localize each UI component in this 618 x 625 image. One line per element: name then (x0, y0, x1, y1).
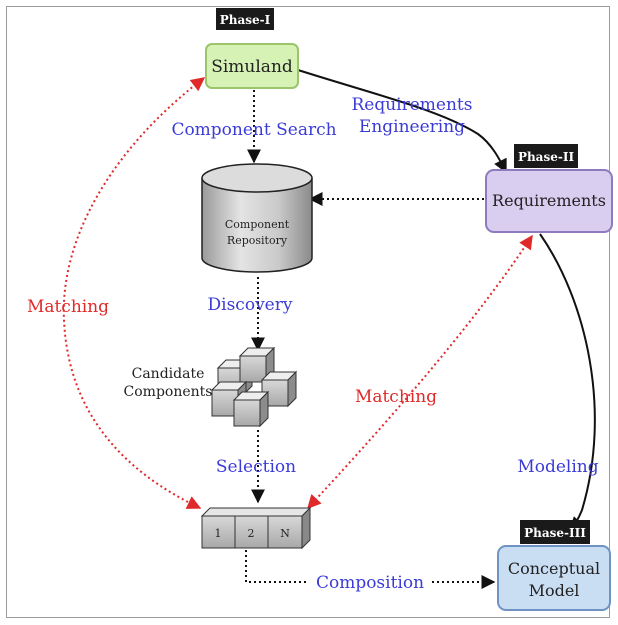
phase-tag-1: Phase-I (216, 8, 274, 30)
repository-cylinder-body (201, 178, 313, 273)
slot-1 (201, 515, 236, 549)
node-component-repository: Component Repository (201, 163, 313, 273)
phase-tag-3: Phase-III (520, 520, 590, 544)
edge-requirements-engineering (297, 69, 507, 174)
slot-2-label: 2 (248, 527, 255, 540)
requirements-label: Requirements (492, 191, 606, 210)
cube (238, 346, 276, 384)
phase-tag-2-box (514, 144, 578, 168)
candidate-components-cubes (210, 346, 298, 428)
phase-tag-2: Phase-II (514, 144, 578, 168)
node-conceptual-model: Conceptual Model (497, 545, 611, 611)
conceptual-model-label-line2: Model (529, 581, 580, 600)
composition-label: Composition (316, 573, 424, 593)
phase-tag-3-box (520, 520, 590, 544)
candidate-components-label-line2: Components (124, 384, 213, 400)
candidate-components-label-line1: Candidate (132, 366, 205, 382)
simuland-label: Simuland (211, 57, 293, 77)
repository-cylinder-top (201, 163, 313, 193)
node-requirements: Requirements (485, 169, 613, 233)
composition-slots: 1 2 N (200, 506, 312, 550)
requirements-engineering-label-line1: Requirements (351, 95, 472, 115)
node-simuland: Simuland (205, 43, 299, 89)
phase-tag-3-label: Phase-III (524, 526, 586, 540)
phase-tag-2-label: Phase-II (518, 150, 575, 164)
slot-n-label: N (280, 527, 290, 540)
conceptual-model-box (497, 545, 611, 611)
requirements-box (485, 169, 613, 233)
selection-label: Selection (216, 457, 296, 477)
slot-1-label: 1 (215, 527, 222, 540)
requirements-engineering-label-line2: Engineering (359, 117, 465, 137)
slot-2 (234, 515, 269, 549)
phase-tag-1-box (216, 8, 274, 30)
repository-label-line2: Repository (227, 234, 288, 247)
repository-label-line1: Component (225, 218, 290, 231)
phase-tag-1-label: Phase-I (220, 13, 271, 27)
component-search-label: Component Search (171, 120, 336, 140)
edge-composition (245, 550, 308, 583)
edge-modeling (539, 233, 596, 531)
matching-left-label: Matching (27, 297, 109, 317)
slots-top (200, 507, 312, 517)
edge-matching-center (307, 234, 533, 510)
modeling-label: Modeling (517, 457, 598, 477)
cube (232, 390, 270, 428)
discovery-label: Discovery (208, 295, 293, 315)
conceptual-model-label-line1: Conceptual (508, 559, 600, 578)
simuland-box (205, 43, 299, 89)
edge-matching-left (62, 77, 206, 509)
slot-n (267, 515, 303, 549)
cube (260, 370, 298, 408)
matching-center-label: Matching (355, 387, 437, 407)
